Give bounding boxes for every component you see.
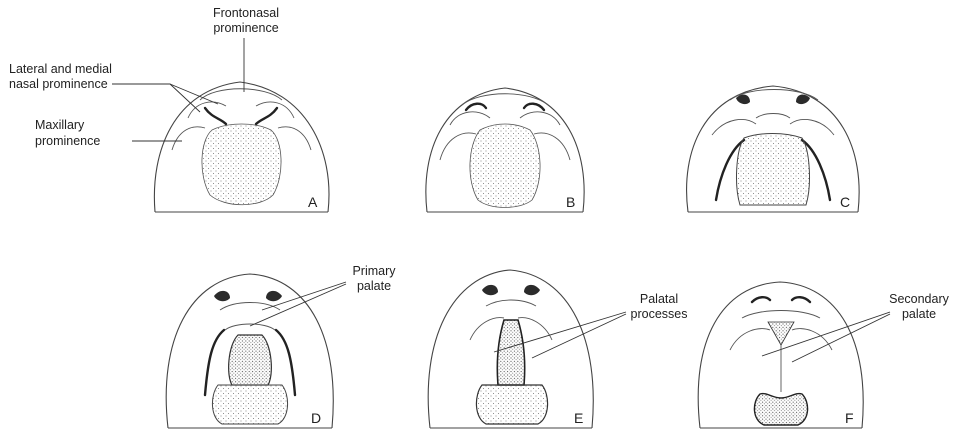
- panel-e: E: [428, 270, 593, 428]
- panel-d: D: [166, 274, 333, 428]
- panel-f: F: [698, 282, 863, 428]
- panel-letter-c: C: [840, 194, 850, 210]
- panel-c: C: [687, 86, 860, 212]
- panel-letter-a: A: [308, 194, 318, 210]
- panel-a: A: [154, 82, 329, 212]
- panel-letter-f: F: [845, 410, 854, 426]
- secondary-palate-label-line2: palate: [902, 307, 936, 321]
- label-frontonasal: Frontonasal prominence: [213, 6, 279, 92]
- panel-letter-e: E: [574, 410, 583, 426]
- label-maxillary: Maxillary prominence: [35, 118, 182, 148]
- panel-letter-b: B: [566, 194, 575, 210]
- frontonasal-label-line2: prominence: [213, 21, 278, 35]
- nasal-label-line1: Lateral and medial: [9, 62, 112, 76]
- primary-palate-label-line1: Primary: [352, 264, 396, 278]
- maxillary-label-line2: prominence: [35, 134, 100, 148]
- nasal-leader-2: [170, 84, 218, 104]
- primary-palate-label-line2: palate: [357, 279, 391, 293]
- palatal-processes-label-line2: processes: [631, 307, 688, 321]
- panel-letter-d: D: [311, 410, 321, 426]
- primary-palate-leader-2: [250, 284, 346, 326]
- secondary-palate-leader-2: [792, 314, 890, 362]
- nasal-leader-1: [112, 84, 200, 112]
- label-nasal: Lateral and medial nasal prominence: [9, 62, 218, 112]
- secondary-palate-label-line1: Secondary: [889, 292, 950, 306]
- frontonasal-label-line1: Frontonasal: [213, 6, 279, 20]
- panel-b: B: [426, 88, 584, 212]
- palatal-processes-label-line1: Palatal: [640, 292, 678, 306]
- nasal-label-line2: nasal prominence: [9, 77, 108, 91]
- maxillary-label-line1: Maxillary: [35, 118, 85, 132]
